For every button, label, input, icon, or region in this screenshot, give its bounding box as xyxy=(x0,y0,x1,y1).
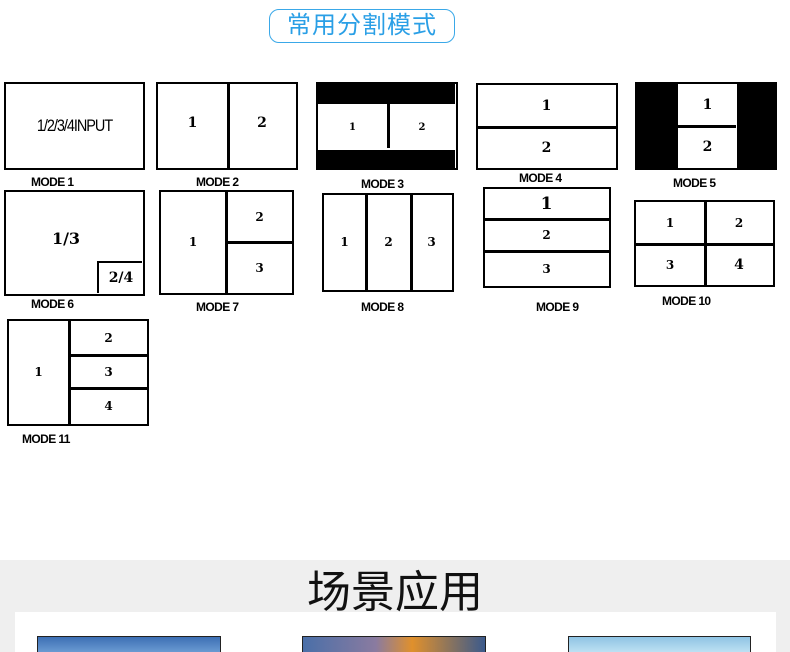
scene-image-3 xyxy=(568,636,751,652)
mode-4-cell-2: 2 xyxy=(541,139,552,156)
mode-8-label: MODE 8 xyxy=(361,300,404,314)
mode-7-cell-2: 2 xyxy=(255,209,264,224)
mode-3-label: MODE 3 xyxy=(361,177,404,191)
mode-7-label: MODE 7 xyxy=(196,300,239,314)
mode-9-cell-3: 3 xyxy=(542,261,551,276)
mode-9-cell-1: 1 xyxy=(540,193,553,214)
mode-10-cell-2: 2 xyxy=(734,215,744,230)
mode-11-cell-4: 4 xyxy=(104,399,113,413)
mode-6-cell-pip: 2/4 xyxy=(108,270,134,286)
mode-1-label: MODE 1 xyxy=(31,175,74,189)
mode-7-cell-3: 3 xyxy=(255,260,264,275)
mode-2-diagram: 1 2 xyxy=(156,82,298,170)
mode-2-cell-1: 1 xyxy=(187,115,198,131)
mode-11-cell-2: 2 xyxy=(104,330,113,345)
mode-1-cell-input: 1/2/3/4INPUT xyxy=(36,116,113,135)
mode-2-label: MODE 2 xyxy=(196,175,239,189)
mode-10-label: MODE 10 xyxy=(662,294,711,308)
mode-10-cell-3: 3 xyxy=(665,257,675,272)
mode-8-cell-2: 2 xyxy=(384,235,393,249)
mode-9-cell-2: 2 xyxy=(542,228,551,242)
mode-6-label: MODE 6 xyxy=(31,297,74,311)
mode-5-cell-2: 2 xyxy=(702,139,713,155)
mode-11-diagram: 1 2 3 4 xyxy=(7,319,149,426)
mode-6-cell-main: 1/3 xyxy=(51,228,81,248)
mode-8-diagram: 1 2 3 xyxy=(322,193,454,292)
mode-11-cell-1: 1 xyxy=(34,365,43,379)
mode-5-label: MODE 5 xyxy=(673,176,716,190)
mode-10-diagram: 1 2 3 4 xyxy=(634,200,775,287)
mode-5-diagram: 1 2 xyxy=(635,82,777,170)
section-title-split-modes: 常用分割模式 xyxy=(269,9,455,43)
mode-9-label: MODE 9 xyxy=(536,300,579,314)
mode-7-diagram: 1 2 3 xyxy=(159,190,294,295)
mode-11-label: MODE 11 xyxy=(22,432,70,446)
mode-8-cell-1: 1 xyxy=(340,235,349,249)
mode-4-cell-1: 1 xyxy=(541,97,552,114)
mode-5-cell-1: 1 xyxy=(702,96,713,113)
scene-section-title: 场景应用 xyxy=(307,567,483,618)
mode-10-cell-4: 4 xyxy=(734,256,744,273)
scene-image-2 xyxy=(302,636,486,652)
mode-7-cell-1: 1 xyxy=(188,235,198,249)
mode-9-diagram: 1 2 3 xyxy=(483,187,611,288)
mode-3-cell-1: 1 xyxy=(349,121,356,133)
mode-11-cell-3: 3 xyxy=(104,364,113,379)
mode-4-diagram: 1 2 xyxy=(476,83,618,170)
mode-3-diagram: 1 2 xyxy=(316,82,458,170)
mode-2-cell-2: 2 xyxy=(257,115,267,131)
mode-6-diagram: 1/3 2/4 xyxy=(4,190,145,296)
mode-10-cell-1: 1 xyxy=(665,215,675,230)
scene-image-1 xyxy=(37,636,221,652)
mode-4-label: MODE 4 xyxy=(519,171,562,185)
mode-3-cell-2: 2 xyxy=(418,121,426,133)
mode-8-cell-3: 3 xyxy=(427,235,436,249)
mode-1-diagram: 1/2/3/4INPUT xyxy=(4,82,145,170)
